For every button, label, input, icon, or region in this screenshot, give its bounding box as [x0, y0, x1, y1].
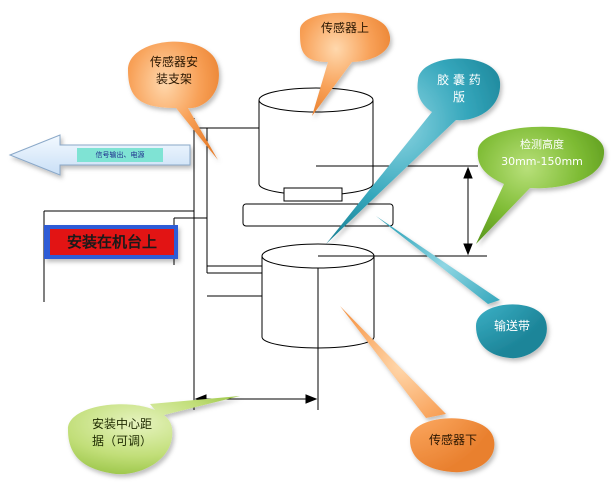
callout-capsule-plate-line1: 胶 囊 药: [437, 73, 481, 87]
callout-detect-height-line2: 30mm-150mm: [501, 155, 583, 168]
callout-conveyor-belt-label: 输送带: [493, 319, 530, 333]
callout-mount-distance: [67, 396, 240, 475]
callout-sensor-top-text: 传感器上: [306, 20, 384, 37]
callout-sensor-bottom: [340, 306, 495, 473]
callout-detect-height-line1: 检测高度: [520, 138, 564, 151]
distance-arrow-right: [305, 394, 318, 404]
signal-label-box: [77, 148, 163, 162]
machine-drawing: [43, 87, 487, 410]
callout-sensor-bracket-line1: 传感器安: [149, 55, 198, 69]
callout-sensor-bracket-text: 传感器安 装支架: [136, 54, 212, 88]
callout-sensor-bottom-text: 传感器下: [414, 432, 492, 449]
callout-sensor-bracket: [128, 41, 219, 161]
callout-capsule-plate: [326, 58, 501, 244]
callout-sensor-bottom-label: 传感器下: [428, 433, 477, 447]
callout-conveyor-belt-text: 输送带: [480, 318, 544, 335]
machine-mount-label: 安装在机台上: [66, 233, 157, 251]
callout-conveyor-belt: [376, 216, 547, 359]
callout-sensor-bracket-line2: 装支架: [155, 72, 192, 86]
height-arrow-up: [463, 166, 473, 179]
height-arrow-down: [463, 243, 473, 256]
sensor-top-cylinder: [258, 87, 374, 196]
sensor-top-foot: [283, 187, 343, 202]
callout-sensor-top: [300, 12, 391, 117]
callout-mount-distance-text: 安装中心距 据（可调）: [76, 416, 168, 450]
callout-detect-height: [476, 126, 605, 244]
signal-output-label: 信号输出、电源: [95, 151, 145, 159]
callout-sensor-top-label: 传感器上: [320, 21, 369, 35]
machine-mount-box: [44, 225, 178, 259]
callout-capsule-plate-text: 胶 囊 药 版: [424, 72, 494, 106]
callout-capsule-plate-line2: 版: [452, 90, 465, 104]
callout-mount-distance-line1: 安装中心距: [91, 417, 152, 431]
callout-detect-height-text: 检测高度 30mm-150mm: [486, 136, 598, 170]
blister-plate: [242, 203, 394, 227]
callout-mount-distance-line2: 据（可调）: [91, 434, 152, 448]
